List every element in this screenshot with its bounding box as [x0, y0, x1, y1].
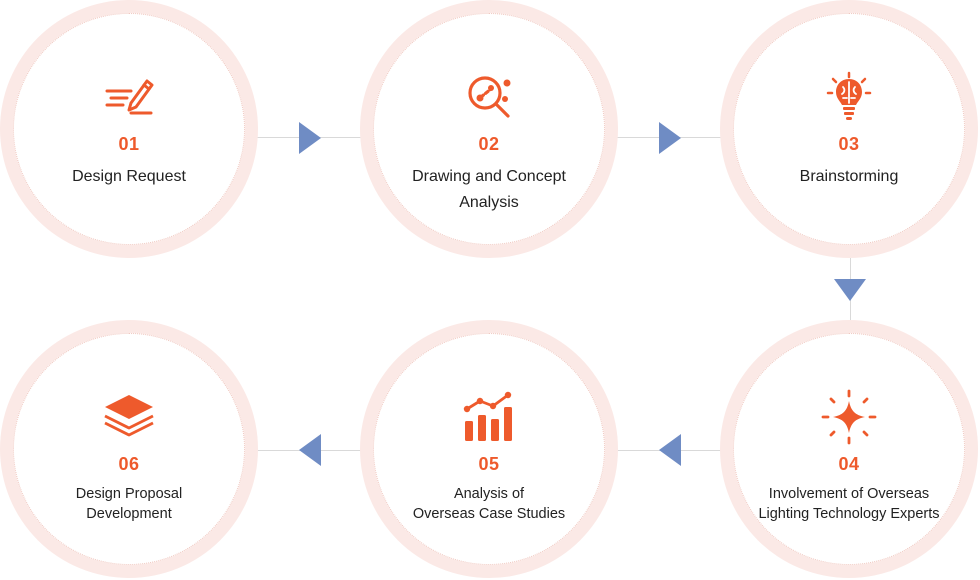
arrow-down-03-04: [834, 279, 866, 301]
step-05-number: 05: [478, 454, 500, 474]
step-02: 02 Drawing and Concept Analysis: [360, 0, 618, 258]
arrow-left-04-05: [659, 434, 681, 466]
step-03-circle: 03 Brainstorming: [733, 13, 965, 245]
step-06-circle: 06 Design Proposal Development: [13, 333, 245, 565]
step-03-number: 03: [838, 134, 860, 154]
arrow-left-05-06: [299, 434, 321, 466]
step-02-number: 02: [478, 134, 500, 154]
step-05-circle: 05 Analysis of Overseas Case Studies: [373, 333, 605, 565]
step-03-label: Brainstorming: [799, 168, 899, 185]
bar-chart-icon: [461, 389, 517, 445]
step-02-label: Drawing and Concept Analysis: [412, 168, 566, 211]
step-03: 03 Brainstorming: [720, 0, 978, 258]
arrow-right-02-03: [659, 122, 681, 154]
step-05: 05 Analysis of Overseas Case Studies: [360, 320, 618, 578]
step-01-circle: 01 Design Request: [13, 13, 245, 245]
step-04: 04 Involvement of Overseas Lighting Tech…: [720, 320, 978, 578]
step-01-label: Design Request: [72, 168, 186, 185]
step-02-circle: 02 Drawing and Concept Analysis: [373, 13, 605, 245]
step-01: 01 Design Request: [0, 0, 258, 258]
step-04-circle: 04 Involvement of Overseas Lighting Tech…: [733, 333, 965, 565]
step-01-number: 01: [118, 134, 140, 154]
arrow-right-01-02: [299, 122, 321, 154]
step-04-label: Involvement of Overseas Lighting Technol…: [758, 486, 940, 522]
sparkle-icon: [821, 389, 877, 445]
pen-writing-icon: [101, 69, 157, 125]
step-06-label: Design Proposal Development: [75, 486, 183, 522]
step-06-number: 06: [118, 454, 140, 474]
brain-bulb-icon: [821, 69, 877, 125]
layers-icon: [101, 389, 157, 445]
magnifier-analysis-icon: [461, 69, 517, 125]
step-04-number: 04: [838, 454, 860, 474]
step-05-label: Analysis of Overseas Case Studies: [412, 486, 566, 522]
step-06: 06 Design Proposal Development: [0, 320, 258, 578]
